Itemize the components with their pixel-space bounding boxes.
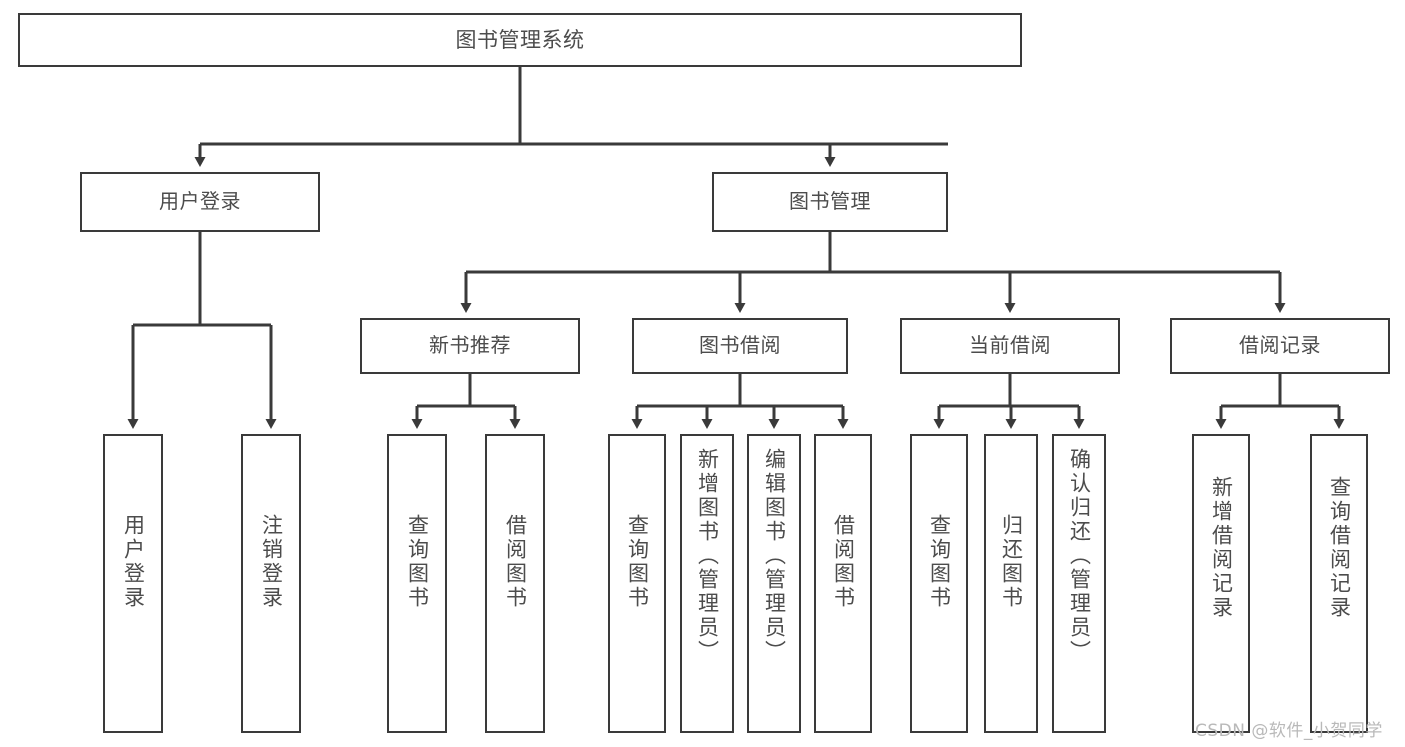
leaf-user-logout[interactable]: 注销登录: [241, 434, 301, 733]
leaf-query-borrow-record-label: 查询借阅记录: [1327, 476, 1352, 620]
leaf-user-logout-label: 注销登录: [259, 514, 284, 610]
node-current-borrow[interactable]: 当前借阅: [900, 318, 1120, 374]
node-root-label: 图书管理系统: [455, 27, 585, 52]
leaf-confirm-return[interactable]: 确认归还（管理员）: [1052, 434, 1106, 733]
node-user-login-label: 用户登录: [159, 189, 241, 214]
node-book-borrow-label: 图书借阅: [699, 333, 781, 358]
node-book-borrow[interactable]: 图书借阅: [632, 318, 848, 374]
leaf-confirm-return-label: 确认归还（管理员）: [1067, 448, 1092, 664]
node-root[interactable]: 图书管理系统: [18, 13, 1022, 67]
node-user-login[interactable]: 用户登录: [80, 172, 320, 232]
leaf-query-book-borrow[interactable]: 查询图书: [608, 434, 666, 733]
leaf-borrow-book-label: 借阅图书: [831, 514, 856, 610]
node-borrow-record-label: 借阅记录: [1239, 333, 1321, 358]
node-current-borrow-label: 当前借阅: [969, 333, 1051, 358]
leaf-return-book-label: 归还图书: [999, 514, 1024, 610]
leaf-edit-book[interactable]: 编辑图书（管理员）: [747, 434, 801, 733]
leaf-query-book-recommend-label: 查询图书: [405, 514, 430, 610]
leaf-borrow-book[interactable]: 借阅图书: [814, 434, 872, 733]
leaf-query-borrow-record[interactable]: 查询借阅记录: [1310, 434, 1368, 733]
leaf-user-login[interactable]: 用户登录: [103, 434, 163, 733]
leaf-query-book-recommend[interactable]: 查询图书: [387, 434, 447, 733]
leaf-add-borrow-record[interactable]: 新增借阅记录: [1192, 434, 1250, 733]
leaf-query-book-current[interactable]: 查询图书: [910, 434, 968, 733]
node-new-book-recommend-label: 新书推荐: [429, 333, 511, 358]
leaf-query-book-current-label: 查询图书: [927, 514, 952, 610]
leaf-user-login-label: 用户登录: [121, 514, 146, 610]
leaf-edit-book-label: 编辑图书（管理员）: [762, 448, 787, 664]
leaf-add-book-label: 新增图书（管理员）: [695, 448, 720, 664]
leaf-borrow-book-recommend-label: 借阅图书: [503, 514, 528, 610]
node-borrow-record[interactable]: 借阅记录: [1170, 318, 1390, 374]
leaf-return-book[interactable]: 归还图书: [984, 434, 1038, 733]
node-book-manage[interactable]: 图书管理: [712, 172, 948, 232]
node-book-manage-label: 图书管理: [789, 189, 871, 214]
leaf-add-book[interactable]: 新增图书（管理员）: [680, 434, 734, 733]
leaf-borrow-book-recommend[interactable]: 借阅图书: [485, 434, 545, 733]
leaf-query-book-borrow-label: 查询图书: [625, 514, 650, 610]
csdn-watermark: CSDN @软件_小贺同学: [1195, 721, 1383, 741]
node-new-book-recommend[interactable]: 新书推荐: [360, 318, 580, 374]
leaf-add-borrow-record-label: 新增借阅记录: [1209, 476, 1234, 620]
